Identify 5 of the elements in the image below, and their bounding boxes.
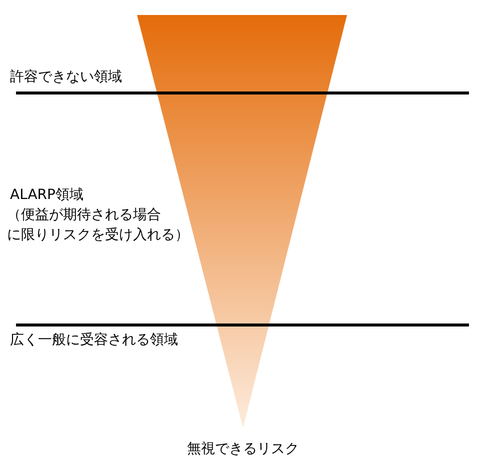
- region-label: ALARP領域: [10, 186, 84, 205]
- region-label: 広く一般に受容される領域: [10, 331, 178, 350]
- region-label: 許容できない領域: [10, 68, 122, 87]
- note-text: （便益が期待される場合に限りリスクを受け入れる）: [7, 206, 189, 245]
- risk-label: 無視できるリスク: [187, 440, 299, 456]
